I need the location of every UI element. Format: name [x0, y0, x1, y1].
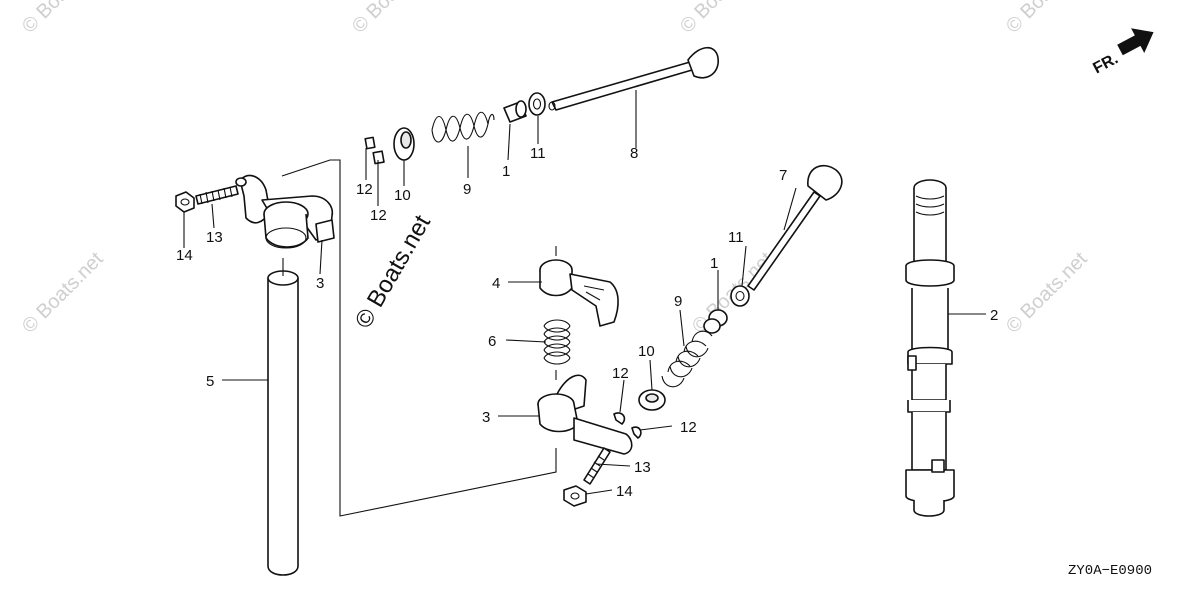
part-1-seal-mid	[703, 309, 728, 334]
watermark: © Boats.net	[676, 0, 766, 38]
part-8-valve-top	[548, 46, 719, 111]
part-10-retainer-top	[393, 127, 415, 161]
part-13-adjust-screw-left	[195, 185, 239, 205]
part-2-camshaft	[905, 179, 955, 517]
callout-2: 2	[990, 307, 998, 324]
leader-lines	[183, 90, 986, 495]
callout-9-mid: 9	[674, 293, 682, 310]
callout-1-top: 1	[502, 163, 510, 180]
callout-11-mid: 11	[728, 229, 744, 246]
part-1-seal-top	[503, 100, 527, 123]
part-14-nut-mid	[563, 485, 587, 507]
callout-5: 5	[206, 373, 214, 390]
part-12-cotter-mid-a	[613, 412, 626, 425]
callout-3-left: 3	[316, 275, 324, 292]
callout-13-left: 13	[206, 229, 223, 246]
callout-4: 4	[492, 275, 500, 292]
part-11-washer-mid	[730, 285, 750, 307]
watermark: © Boats.net	[18, 0, 108, 38]
callout-12-mid-a: 12	[612, 365, 629, 382]
callout-labels: 8 11 1 9 10 12 12 13 14 3 5 7 11 1 9 10 …	[176, 145, 998, 500]
part-12-cotter-mid-b	[631, 426, 642, 439]
callout-12-top-b: 12	[370, 207, 387, 224]
part-12-cotter-top-a	[364, 136, 376, 150]
part-3-rocker-arm-left	[235, 174, 335, 249]
callout-10-top: 10	[394, 187, 411, 204]
part-4-rocker-arm	[539, 259, 619, 327]
front-direction-label: FR.	[1090, 50, 1121, 77]
watermark: © Boats.net	[18, 248, 108, 338]
front-direction-indicator: FR.	[1090, 28, 1154, 77]
part-10-retainer-mid	[638, 389, 666, 411]
callout-7: 7	[779, 167, 787, 184]
callout-3-mid: 3	[482, 409, 490, 426]
part-12-cotter-top-b	[372, 150, 385, 165]
callout-13-mid: 13	[634, 459, 651, 476]
part-6-spring	[543, 319, 571, 365]
callout-6: 6	[488, 333, 496, 350]
watermark: © Boats.net	[1002, 248, 1092, 338]
part-5-rocker-shaft	[267, 270, 299, 576]
callout-12-mid-b: 12	[680, 419, 697, 436]
callout-11-top: 11	[530, 145, 546, 162]
callout-14-mid: 14	[616, 483, 633, 500]
part-14-nut-left	[175, 191, 195, 213]
diagram-code: ZY0A−E0900	[1068, 563, 1152, 579]
main-watermark: © Boats.net	[350, 210, 436, 333]
part-13-adjust-screw-mid	[583, 447, 611, 485]
part-3-rocker-arm-mid	[537, 374, 633, 455]
callout-1-mid: 1	[710, 255, 718, 272]
callout-8: 8	[630, 145, 638, 162]
callout-14-left: 14	[176, 247, 193, 264]
callout-12-top-a: 12	[356, 181, 373, 198]
watermark: © Boats.net	[348, 0, 438, 38]
part-9-spring-mid	[661, 330, 713, 388]
callout-9-top: 9	[463, 181, 471, 198]
alignment-line	[281, 159, 557, 517]
part-11-washer-top	[528, 92, 546, 116]
part-7-valve-mid	[747, 164, 843, 291]
part-9-spring-top	[431, 111, 495, 143]
callout-10-mid: 10	[638, 343, 655, 360]
direction-arrow-icon	[1117, 28, 1154, 56]
watermark: © Boats.net	[1002, 0, 1092, 38]
